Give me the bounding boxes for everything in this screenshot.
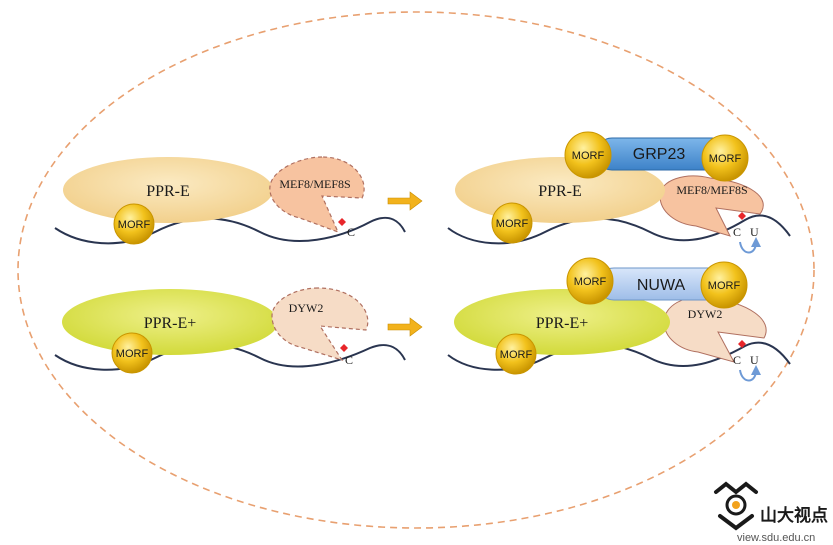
morf-label: MORF bbox=[500, 349, 533, 361]
edit-site-mark bbox=[340, 344, 348, 352]
ppr-e-plus-label: PPR-E+ bbox=[536, 315, 589, 332]
conversion-curve-icon bbox=[739, 237, 761, 254]
base-c-label: C bbox=[733, 225, 741, 239]
morf-icon-bridge-left bbox=[564, 131, 612, 179]
mef8-label: MEF8/MEF8S bbox=[279, 177, 350, 191]
panel-top-right: MEF8/MEF8S PPR-E GRP23 MORF MORF MORF C … bbox=[447, 131, 791, 254]
transition-arrow-bottom bbox=[387, 317, 423, 337]
dyw2-enzyme bbox=[271, 287, 369, 362]
morf-icon bbox=[495, 333, 537, 375]
conversion-curve-icon bbox=[739, 365, 761, 382]
rna-strand bbox=[54, 343, 406, 371]
morf-icon-bridge-right bbox=[701, 134, 749, 182]
panel-bottom-left: PPR-E+ DYW2 MORF C bbox=[54, 287, 406, 374]
morf-label: MORF bbox=[116, 348, 149, 360]
dyw2-label: DYW2 bbox=[289, 301, 324, 315]
grp23-label: GRP23 bbox=[633, 146, 686, 163]
sdu-logo-icon bbox=[714, 481, 758, 531]
transition-arrow-top bbox=[387, 191, 423, 211]
ppr-e-plus-label: PPR-E+ bbox=[144, 315, 197, 332]
morf-label: MORF bbox=[708, 280, 741, 292]
edit-site-mark bbox=[738, 340, 746, 348]
morf-icon bbox=[111, 332, 153, 374]
base-u-label: U bbox=[750, 225, 759, 239]
morf-icon bbox=[113, 203, 155, 245]
mef8-enzyme bbox=[269, 156, 365, 234]
dyw2-label: DYW2 bbox=[688, 307, 723, 321]
base-u-label: U bbox=[750, 353, 759, 367]
morf-label: MORF bbox=[574, 276, 607, 288]
watermark-name: 山大视点 bbox=[760, 505, 828, 525]
mef8-label: MEF8/MEF8S bbox=[676, 183, 747, 197]
morf-icon-bridge-right bbox=[700, 261, 748, 309]
ppr-e-label: PPR-E bbox=[146, 183, 190, 200]
dyw2-enzyme bbox=[663, 296, 767, 363]
ppr-e-label: PPR-E bbox=[538, 183, 582, 200]
morf-label: MORF bbox=[118, 219, 151, 231]
morf-icon-bridge-left bbox=[566, 257, 614, 305]
base-c-label: C bbox=[347, 225, 355, 239]
morf-icon bbox=[491, 202, 533, 244]
base-c-label: C bbox=[345, 353, 353, 367]
morf-label: MORF bbox=[572, 150, 605, 162]
mef8-enzyme bbox=[659, 175, 764, 237]
morf-label: MORF bbox=[496, 218, 529, 230]
nuwa-label: NUWA bbox=[637, 277, 686, 294]
morf-label: MORF bbox=[709, 153, 742, 165]
rna-strand bbox=[54, 216, 406, 245]
watermark-url: view.sdu.edu.cn bbox=[737, 532, 815, 544]
edit-site-mark bbox=[338, 218, 346, 226]
panel-top-left: PPR-E MEF8/MEF8S MORF C bbox=[54, 156, 406, 245]
panel-bottom-right: DYW2 PPR-E+ NUWA MORF MORF MORF C U bbox=[447, 257, 791, 382]
ppr-e-protein bbox=[63, 157, 273, 223]
base-c-label: C bbox=[733, 353, 741, 367]
edit-site-mark bbox=[738, 212, 746, 220]
cell-outline bbox=[17, 11, 815, 529]
ppr-e-plus-protein bbox=[62, 289, 278, 355]
watermark: 山大视点 view.sdu.edu.cn bbox=[714, 481, 828, 544]
